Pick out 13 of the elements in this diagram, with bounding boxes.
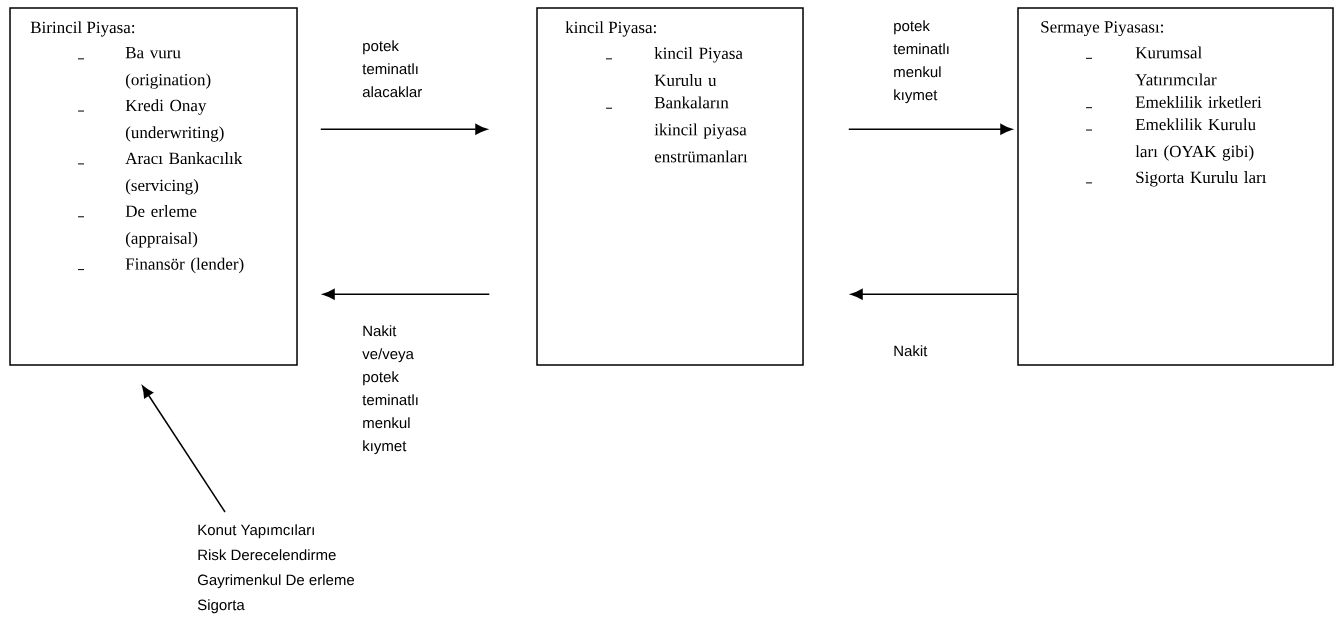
- market-box: kincil Piyasa: kincil Piyasa Kurulu u Bankaların ikincil piyasa enstrümanları: [536, 7, 804, 366]
- edge-label: potek teminatlı menkul kıymet: [893, 20, 949, 104]
- participant-list: Konut Yapımcıları Risk Derecelendirme Gayrimenkul De erleme Sigorta: [197, 524, 355, 614]
- arrow: [848, 123, 1013, 135]
- edge-label: potek teminatlı alacaklar: [362, 40, 422, 98]
- arrow: [850, 288, 1018, 300]
- edge-label: Nakit ve/veya potek teminatlı menkul kıymet: [362, 325, 418, 455]
- arrow: [322, 288, 490, 300]
- edge-label: Nakit: [894, 345, 928, 357]
- market-box: Sermaye Piyasası: Kurumsal Yatırımcılar Emeklilik irketleri Emeklilik Kurulu ları (OYAK gibi) Sigorta Kurulu ları: [1017, 7, 1334, 366]
- arrow: [320, 123, 488, 135]
- market-box: Birincil Piyasa: Ba vuru (origination) Kredi Onay (underwriting) Aracı Bankacılık (servicing) De erleme (appraisal) Finansör (lender): [9, 7, 298, 366]
- arrow: [142, 385, 226, 513]
